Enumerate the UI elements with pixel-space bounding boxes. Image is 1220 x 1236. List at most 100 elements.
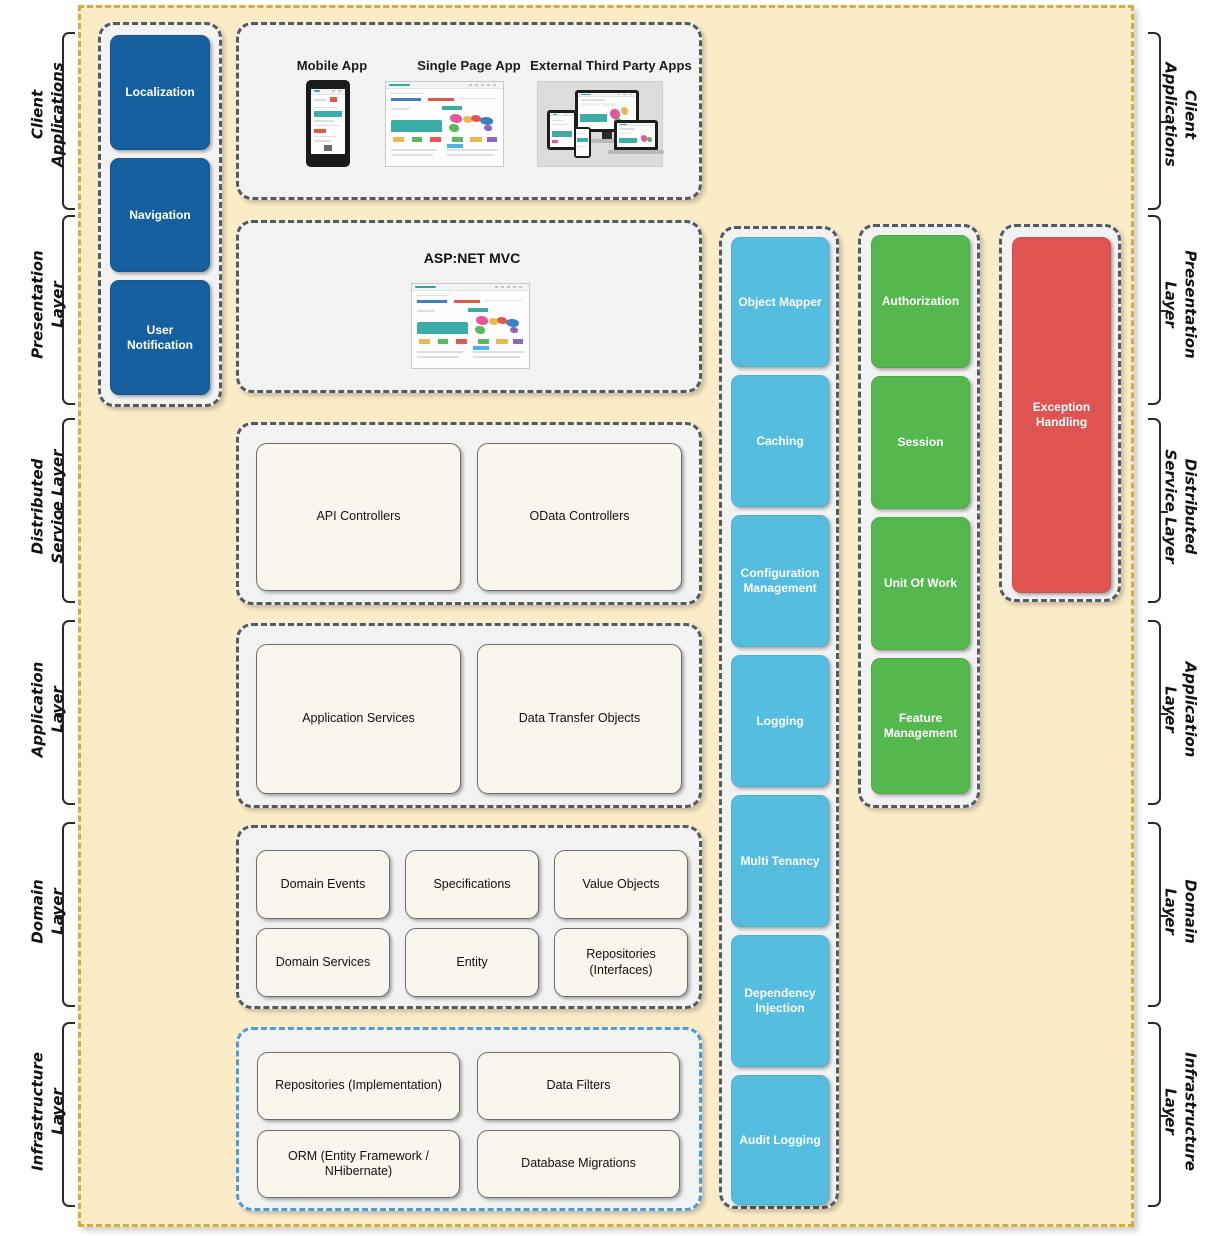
node-database-migrations[interactable]: Database Migrations <box>477 1130 680 1198</box>
node-repositories-interfaces[interactable]: Repositories (Interfaces) <box>554 928 688 997</box>
node-label: User Notification <box>127 322 193 352</box>
node-label: OData Controllers <box>529 509 630 524</box>
node-unit-of-work[interactable]: Unit Of Work <box>871 517 970 650</box>
node-caching[interactable]: Caching <box>731 375 829 507</box>
tile-label-single-page-app: Single Page App <box>417 58 521 73</box>
node-label: Value Objects <box>582 876 660 891</box>
mobile-phone-mockup-icon <box>306 80 350 167</box>
infrastructure-layer-group: Repositories (Implementation) Data Filte… <box>236 1027 702 1211</box>
node-entity[interactable]: Entity <box>405 928 539 997</box>
node-label: Logging <box>756 713 804 728</box>
label-left-domain-layer: Domain Layer <box>28 879 67 944</box>
node-logging[interactable]: Logging <box>731 655 829 787</box>
bracket-left-infrastructure-layer <box>55 1022 75 1207</box>
node-feature-management[interactable]: Feature Management <box>871 658 970 794</box>
node-api-controllers[interactable]: API Controllers <box>256 443 461 591</box>
node-label: Specifications <box>433 876 511 891</box>
node-odata-controllers[interactable]: OData Controllers <box>477 443 682 591</box>
label-right-presentation-layer: Presentation Layer <box>1162 250 1200 359</box>
node-object-mapper[interactable]: Object Mapper <box>731 237 829 367</box>
cross-cutting-red-group: Exception Handling <box>999 224 1121 602</box>
label-left-distributed-service-layer: Distributed Service Layer <box>28 449 67 564</box>
label-left-presentation-layer: Presentation Layer <box>28 250 67 359</box>
cross-cutting-cyan-group: Object Mapper Caching Configuration Mana… <box>719 226 839 1209</box>
node-label: Feature Management <box>883 711 958 740</box>
node-label: Object Mapper <box>738 294 822 309</box>
bracket-right-domain-layer <box>1148 822 1168 1007</box>
node-data-transfer-objects[interactable]: Data Transfer Objects <box>477 644 682 794</box>
label-right-domain-layer: Domain Layer <box>1162 879 1200 944</box>
node-authorization[interactable]: Authorization <box>871 235 970 368</box>
node-label: Entity <box>456 954 488 969</box>
node-label: Domain Services <box>275 954 371 969</box>
node-label: Data Transfer Objects <box>518 711 641 726</box>
domain-layer-group: Domain Events Specifications Value Objec… <box>236 825 702 1009</box>
node-data-filters[interactable]: Data Filters <box>477 1052 680 1120</box>
node-label: Dependency Injection <box>744 986 816 1015</box>
node-repositories-implementation[interactable]: Repositories (Implementation) <box>257 1052 460 1120</box>
node-label: Authorization <box>881 294 960 309</box>
node-label: Audit Logging <box>739 1132 821 1147</box>
client-applications-group: Mobile App Single Page App External Thir… <box>236 22 702 200</box>
node-label: Localization <box>125 85 195 100</box>
node-label: Navigation <box>129 207 191 222</box>
node-label: Domain Events <box>280 876 366 891</box>
node-multi-tenancy[interactable]: Multi Tenancy <box>731 795 829 927</box>
node-label: Unit Of Work <box>883 576 958 591</box>
cross-cutting-green-group: Authorization Session Unit Of Work Featu… <box>858 224 980 808</box>
node-label: Application Services <box>302 711 415 726</box>
node-label: API Controllers <box>316 509 401 524</box>
browser-dashboard-mockup-icon <box>411 283 530 369</box>
bracket-right-presentation-layer <box>1148 215 1168 405</box>
distributed-service-layer-group: API Controllers OData Controllers <box>236 422 702 605</box>
bracket-left-domain-layer <box>55 822 75 1007</box>
bracket-left-distributed-service-layer <box>55 418 75 603</box>
label-right-application-layer: Application Layer <box>1162 661 1200 758</box>
node-label: Caching <box>756 433 804 448</box>
bracket-right-infrastructure-layer <box>1148 1022 1168 1207</box>
label-left-infrastructure-layer: Infrastructure Layer <box>28 1052 67 1171</box>
label-right-distributed-service-layer: Distributed Service Layer <box>1162 449 1200 564</box>
presentation-layer-group: ASP:NET MVC <box>236 220 702 393</box>
label-left-client-applications: Client Applications <box>28 62 67 167</box>
label-right-infrastructure-layer: Infrastructure Layer <box>1162 1052 1200 1171</box>
node-value-objects[interactable]: Value Objects <box>554 850 688 919</box>
node-configuration-management[interactable]: Configuration Management <box>731 515 829 647</box>
node-exception-handling[interactable]: Exception Handling <box>1012 237 1111 593</box>
node-domain-services[interactable]: Domain Services <box>256 928 390 997</box>
node-orm[interactable]: ORM (Entity Framework / NHibernate) <box>257 1130 460 1198</box>
node-label: ORM (Entity Framework / NHibernate) <box>288 1148 429 1178</box>
node-label: Configuration Management <box>740 566 820 595</box>
label-right-client-applications: Client Applications <box>1162 62 1200 167</box>
node-label: Repositories (Interfaces) <box>586 947 656 977</box>
bracket-right-client-applications <box>1148 32 1168 210</box>
node-navigation[interactable]: Navigation <box>110 158 210 272</box>
node-domain-events[interactable]: Domain Events <box>256 850 390 919</box>
bracket-left-client-applications <box>55 32 75 210</box>
node-label: Multi Tenancy <box>740 853 820 868</box>
browser-dashboard-mockup-icon <box>385 81 504 167</box>
node-label: Repositories (Implementation) <box>275 1078 442 1093</box>
node-user-notification[interactable]: User Notification <box>110 280 210 395</box>
node-specifications[interactable]: Specifications <box>405 850 539 919</box>
aspnet-mvc-title: ASP:NET MVC <box>423 250 521 266</box>
left-cross-cutting-group: Localization Navigation User Notificatio… <box>98 22 222 407</box>
label-left-application-layer: Application Layer <box>28 661 67 758</box>
application-layer-group: Application Services Data Transfer Objec… <box>236 623 702 808</box>
bracket-right-application-layer <box>1148 620 1168 805</box>
node-label: Database Migrations <box>521 1156 636 1171</box>
node-application-services[interactable]: Application Services <box>256 644 461 794</box>
node-audit-logging[interactable]: Audit Logging <box>731 1075 829 1205</box>
node-label: Data Filters <box>546 1078 611 1093</box>
bracket-left-application-layer <box>55 620 75 805</box>
node-dependency-injection[interactable]: Dependency Injection <box>731 935 829 1067</box>
node-label: Session <box>897 435 944 450</box>
bracket-left-presentation-layer <box>55 215 75 405</box>
bracket-right-distributed-service-layer <box>1148 418 1168 603</box>
node-localization[interactable]: Localization <box>110 35 210 150</box>
tile-label-mobile-app: Mobile App <box>296 58 368 73</box>
tile-label-external-third-party-apps: External Third Party Apps <box>530 58 692 73</box>
node-session[interactable]: Session <box>871 376 970 509</box>
node-label: Exception Handling <box>1032 400 1091 429</box>
